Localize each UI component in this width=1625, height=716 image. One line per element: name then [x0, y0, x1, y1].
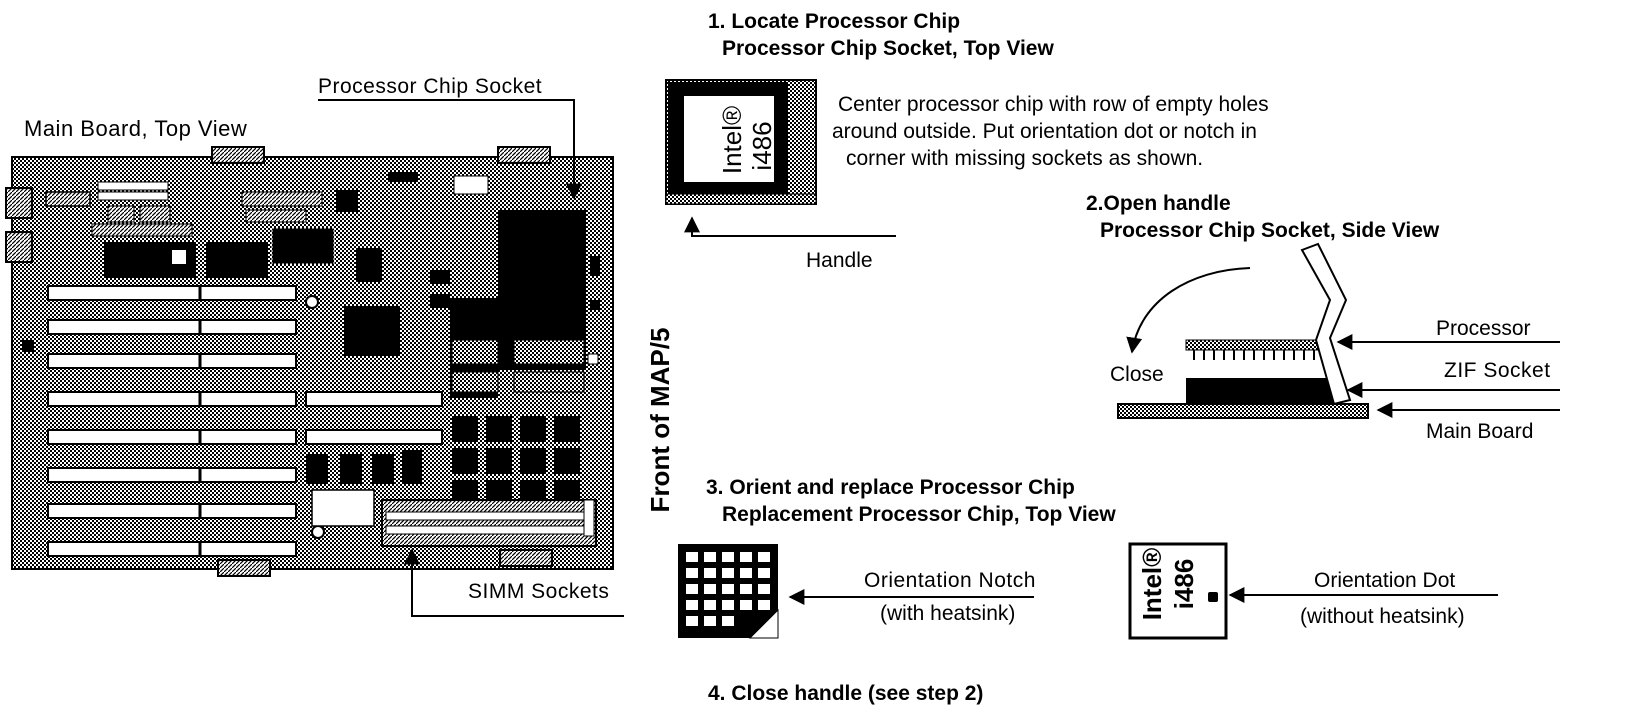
dot-chip-text1: Intel®	[1139, 548, 1165, 621]
simm-label: SIMM Sockets	[468, 581, 609, 602]
step1-subheading: Processor Chip Socket, Top View	[722, 38, 1054, 59]
step2-subheading: Processor Chip Socket, Side View	[1100, 220, 1439, 241]
handle-label: Handle	[806, 250, 873, 271]
socket-chip-text2: i486	[749, 121, 775, 170]
close-label: Close	[1110, 364, 1164, 385]
socket-chip-text1: Intel®	[719, 106, 745, 174]
notch-sub: (with heatsink)	[880, 603, 1015, 624]
step3-subheading: Replacement Processor Chip, Top View	[722, 504, 1116, 525]
dot-chip-text2: i486	[1171, 559, 1197, 610]
processor-label: Processor	[1436, 318, 1531, 339]
socket-label: Processor Chip Socket	[318, 76, 542, 97]
socket-side-view	[1118, 244, 1368, 418]
step4-heading: 4. Close handle (see step 2)	[708, 683, 983, 704]
close-arrow-curve	[1132, 268, 1250, 352]
mainboard-label: Main Board	[1426, 421, 1533, 442]
step3-heading: 3. Orient and replace Processor Chip	[706, 477, 1075, 498]
front-label: Front of MAP/5	[647, 328, 673, 513]
step1-heading: 1. Locate Processor Chip	[708, 11, 960, 32]
notch-chip	[678, 544, 778, 638]
step2-heading: 2.Open handle	[1086, 193, 1231, 214]
step1-note-line3: corner with missing sockets as shown.	[846, 148, 1203, 169]
step1-note-line1: Center processor chip with row of empty …	[838, 94, 1269, 115]
handle-leader-line	[692, 218, 896, 236]
zif-label: ZIF Socket	[1444, 360, 1551, 381]
main-board-diagram	[6, 147, 613, 576]
board-title: Main Board, Top View	[24, 118, 247, 140]
dot-sub: (without heatsink)	[1300, 606, 1465, 627]
step1-note-line2: around outside. Put orientation dot or n…	[832, 121, 1257, 142]
dot-label: Orientation Dot	[1314, 570, 1455, 591]
notch-label: Orientation Notch	[864, 570, 1036, 591]
